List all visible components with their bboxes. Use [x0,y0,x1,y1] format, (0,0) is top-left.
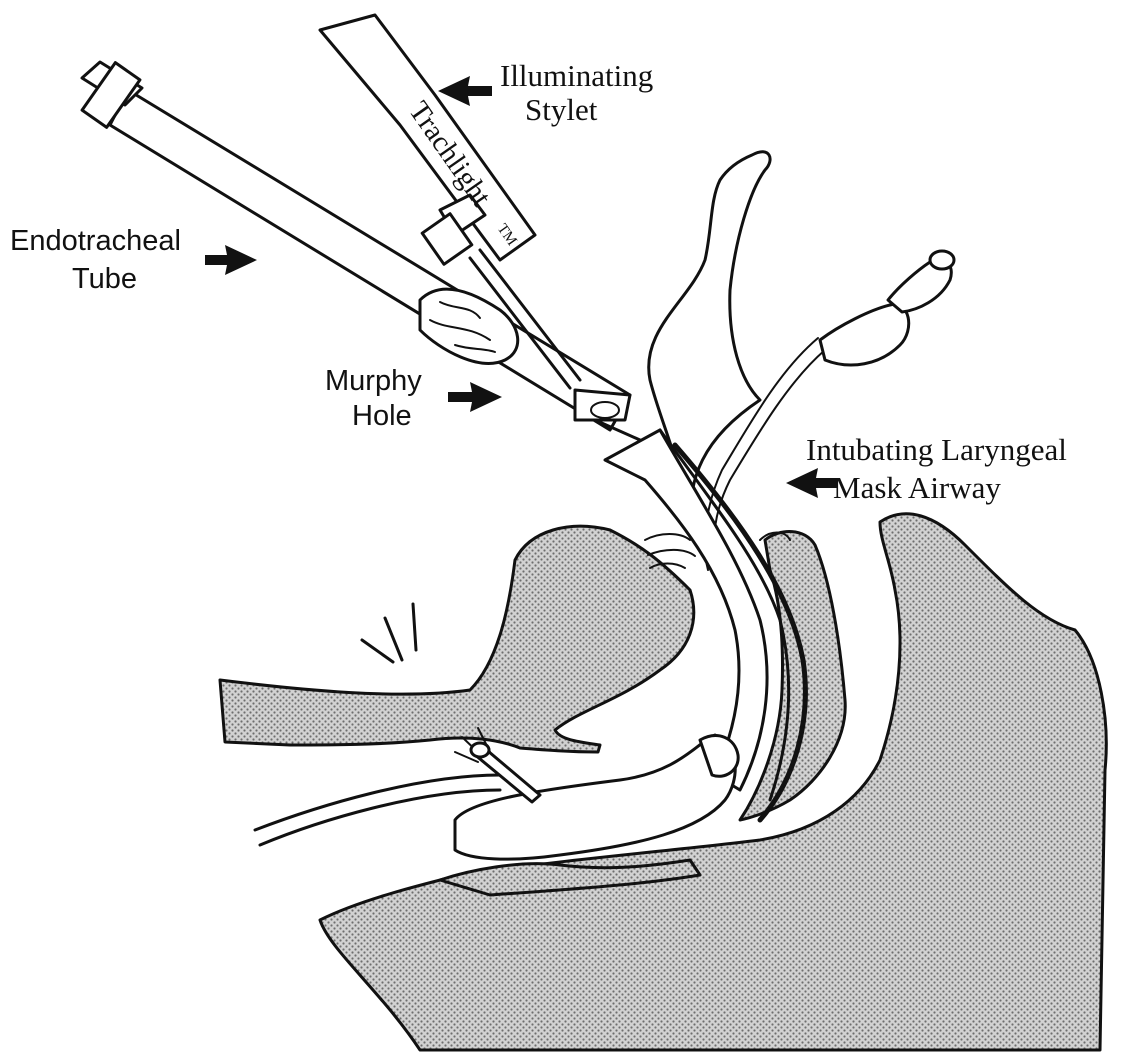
arrow-pointer-icon [205,245,257,275]
pilot-balloon [820,304,909,365]
intubating-lma [455,152,954,859]
label-endotracheal-tube: Endotracheal Tube [10,225,257,295]
pilot-valve-cap [930,251,954,269]
stylet-wand-in-tube [595,420,640,440]
illuminating-stylet-line1: Illuminating [500,58,653,93]
light-burst-icon [362,604,416,662]
lma-mask-cuff [455,735,735,859]
arrow-pointer-icon [786,468,838,498]
label-intubating-lma: Intubating Laryngeal Mask Airway [786,432,1067,505]
endotracheal-tube-line2: Tube [72,263,137,295]
stylet-tip [471,743,540,802]
endotracheal-tube-line1: Endotracheal [10,225,181,257]
arrow-pointer-icon [438,76,492,106]
illuminating-stylet-line2: Stylet [525,92,598,127]
tongue-palate [220,526,694,752]
murphy-hole-line1: Murphy [325,365,422,397]
ett-bevel [575,390,630,420]
intubating-lma-line2: Mask Airway [833,470,1001,505]
murphy-hole-line2: Hole [352,400,412,432]
label-illuminating-stylet: Illuminating Stylet [438,58,653,127]
intubating-lma-line1: Intubating Laryngeal [806,432,1067,467]
label-murphy-hole: Murphy Hole [325,365,502,432]
arrow-pointer-icon [448,382,502,412]
